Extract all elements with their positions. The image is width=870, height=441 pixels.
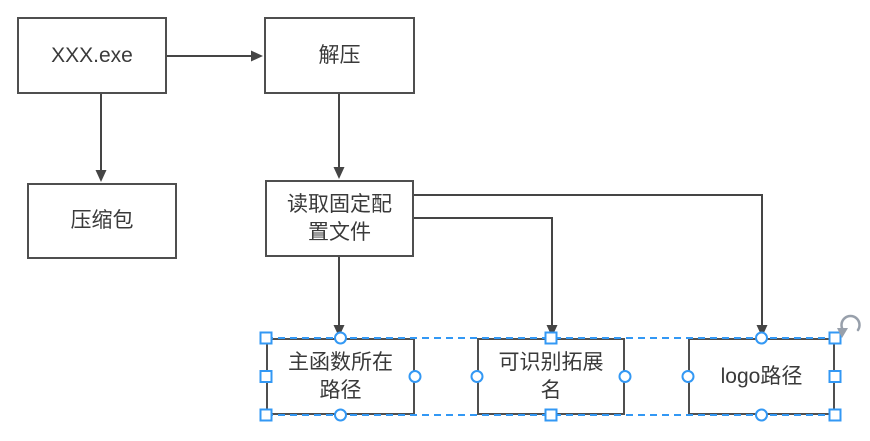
node-label: 读取固定配 置文件 — [287, 192, 392, 244]
arrowhead-icon — [333, 325, 345, 337]
node-label: logo路径 — [720, 364, 803, 388]
node-main-path[interactable]: 主函数所在 路径 — [266, 338, 415, 415]
node-logo-path[interactable]: logo路径 — [688, 338, 835, 415]
arrowhead-icon — [95, 170, 107, 182]
arrowhead-icon — [333, 167, 345, 179]
node-label: 解压 — [318, 43, 361, 67]
node-label: XXX.exe — [51, 43, 133, 67]
node-decompress[interactable]: 解压 — [264, 17, 415, 94]
node-extensions[interactable]: 可识别拓展 名 — [477, 338, 625, 415]
arrowhead-icon — [251, 50, 263, 62]
node-read-config[interactable]: 读取固定配 置文件 — [265, 180, 414, 257]
node-label: 可识别拓展 名 — [498, 350, 604, 402]
arrowhead-icon — [756, 325, 768, 337]
node-xxx-exe[interactable]: XXX.exe — [17, 17, 167, 94]
edge-duqu-to-logo[interactable] — [414, 194, 763, 325]
edge-duqu-to-ext[interactable] — [414, 217, 553, 325]
node-archive[interactable]: 压缩包 — [27, 183, 177, 259]
arrowhead-icon — [546, 325, 558, 337]
node-label: 压缩包 — [70, 209, 134, 232]
node-label: 主函数所在 路径 — [288, 350, 393, 402]
